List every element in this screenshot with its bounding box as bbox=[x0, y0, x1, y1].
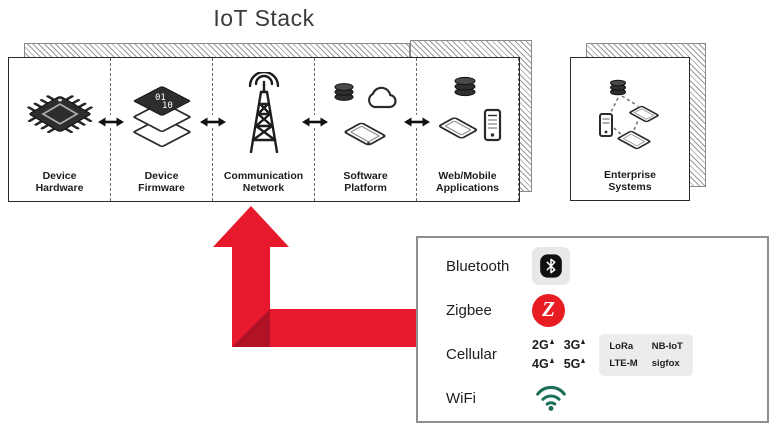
zigbee-icon: Z bbox=[532, 293, 565, 327]
enterprise-systems-label: Enterprise Systems bbox=[604, 168, 656, 194]
wifi-icon bbox=[532, 380, 570, 417]
diagram-title: IoT Stack bbox=[213, 5, 315, 31]
enterprise-systems-box: Enterprise Systems bbox=[570, 57, 690, 201]
stage-communication-network: Communication Network bbox=[213, 58, 315, 201]
protocol-row-cellular: Cellular 2G 3G 4G 5G LoRa NB-IoT LTE-M s… bbox=[446, 333, 767, 377]
protocol-row-wifi: WiFi bbox=[446, 377, 767, 421]
web-mobile-devices-icon bbox=[429, 63, 507, 170]
iot-stack-box: Device Hardware 01 10 Device Firmware bbox=[8, 57, 520, 202]
stage-label-device-firmware: Device Firmware bbox=[138, 169, 185, 195]
stage-software-platform: Software Platform bbox=[315, 58, 417, 201]
stage-label-device-hardware: Device Hardware bbox=[35, 169, 84, 195]
nbiot-logo: NB-IoT bbox=[651, 340, 683, 352]
stage-label-web-mobile-applications: Web/Mobile Applications bbox=[435, 169, 499, 195]
stage-label-communication-network: Communication Network bbox=[223, 169, 304, 195]
double-arrow-icon bbox=[98, 115, 124, 127]
protocols-panel: Bluetooth Zigbee Z Cellular 2G 3G 4G 5G bbox=[416, 236, 769, 423]
cellular-label: Cellular bbox=[446, 346, 497, 364]
badge-4g: 4G bbox=[532, 357, 554, 371]
cloud-database-icon bbox=[327, 63, 405, 170]
stage-device-firmware: 01 10 Device Firmware bbox=[111, 58, 213, 201]
ltem-logo: LTE-M bbox=[609, 357, 638, 369]
stage-device-hardware: Device Hardware bbox=[9, 58, 111, 201]
badge-3g: 3G bbox=[564, 338, 586, 352]
badge-5g: 5G bbox=[564, 357, 586, 371]
firmware-digits-1: 01 bbox=[155, 93, 166, 103]
protocol-row-zigbee: Zigbee Z bbox=[446, 288, 767, 332]
stage-label-software-platform: Software Platform bbox=[343, 169, 388, 195]
enterprise-network-icon bbox=[588, 63, 672, 169]
firmware-layers-icon: 01 10 bbox=[125, 63, 199, 170]
protocol-row-bluetooth: Bluetooth bbox=[446, 244, 767, 288]
wifi-label: WiFi bbox=[446, 390, 476, 408]
cellular-generation-badges: 2G 3G 4G 5G bbox=[532, 338, 585, 371]
double-arrow-icon bbox=[302, 115, 328, 127]
bluetooth-label: Bluetooth bbox=[446, 257, 510, 275]
double-arrow-icon bbox=[200, 115, 226, 127]
bluetooth-icon bbox=[532, 247, 570, 286]
stage-web-mobile-applications: Web/Mobile Applications bbox=[417, 58, 519, 201]
firmware-digits-2: 10 bbox=[162, 101, 173, 111]
double-arrow-icon bbox=[404, 115, 430, 127]
radio-tower-icon bbox=[227, 63, 301, 170]
lora-logo: LoRa bbox=[609, 340, 634, 352]
lpwan-logos: LoRa NB-IoT LTE-M sigfox bbox=[599, 333, 693, 376]
badge-2g: 2G bbox=[532, 338, 554, 352]
zigbee-z: Z bbox=[542, 296, 555, 321]
sigfox-logo: sigfox bbox=[651, 357, 680, 369]
chip-icon bbox=[23, 63, 97, 170]
zigbee-label: Zigbee bbox=[446, 301, 492, 319]
